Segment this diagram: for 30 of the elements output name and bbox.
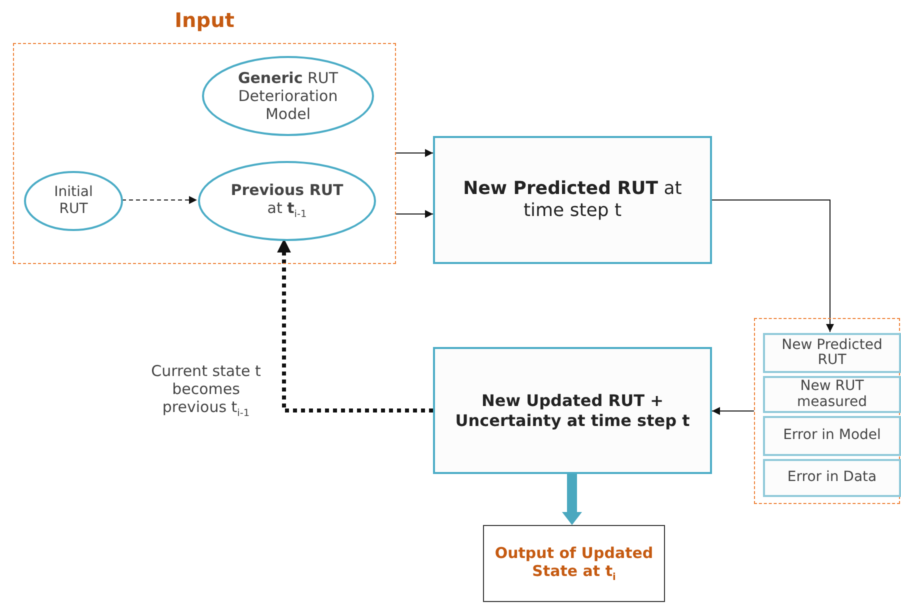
arrow: [712, 407, 754, 415]
node-label: Initial RUT: [53, 184, 94, 218]
node-label: New RUT measured: [796, 379, 868, 410]
list-item-box: [763, 459, 901, 497]
node-label: New Predicted RUT at time step t: [462, 178, 683, 222]
process-box: [433, 347, 712, 474]
process-box: [433, 136, 712, 264]
node-label: Generic RUT Deterioration Model: [236, 69, 340, 123]
thick-arrow: [562, 474, 582, 525]
arrow: [396, 149, 434, 157]
arrow: [712, 200, 834, 332]
node-label: Error in Data: [786, 470, 878, 486]
node-label: Error in Model: [782, 428, 882, 444]
ellipse-node: [202, 56, 374, 136]
node-label: Previous RUT at t$_{i-1}$: [230, 181, 344, 221]
arrow: [396, 210, 434, 218]
node-label: New Predicted RUT: [780, 338, 884, 368]
output-box: [483, 525, 665, 602]
node-label: Output of Updated State at t$_{i}$: [494, 544, 654, 584]
arrow: [277, 238, 433, 412]
group-heading: Input: [174, 8, 236, 32]
node-label: New Updated RUT + Uncertainty at time step t: [454, 391, 691, 430]
annotation-text: Current state t becomes previous t$_{i-1}$: [150, 362, 262, 420]
list-item-box: [763, 376, 901, 413]
dashed-group-frame: [754, 318, 900, 504]
arrow: [122, 196, 198, 204]
ellipse-node: [24, 171, 123, 231]
list-item-box: [763, 333, 901, 373]
ellipse-node: [198, 161, 376, 241]
list-item-box: [763, 416, 901, 456]
